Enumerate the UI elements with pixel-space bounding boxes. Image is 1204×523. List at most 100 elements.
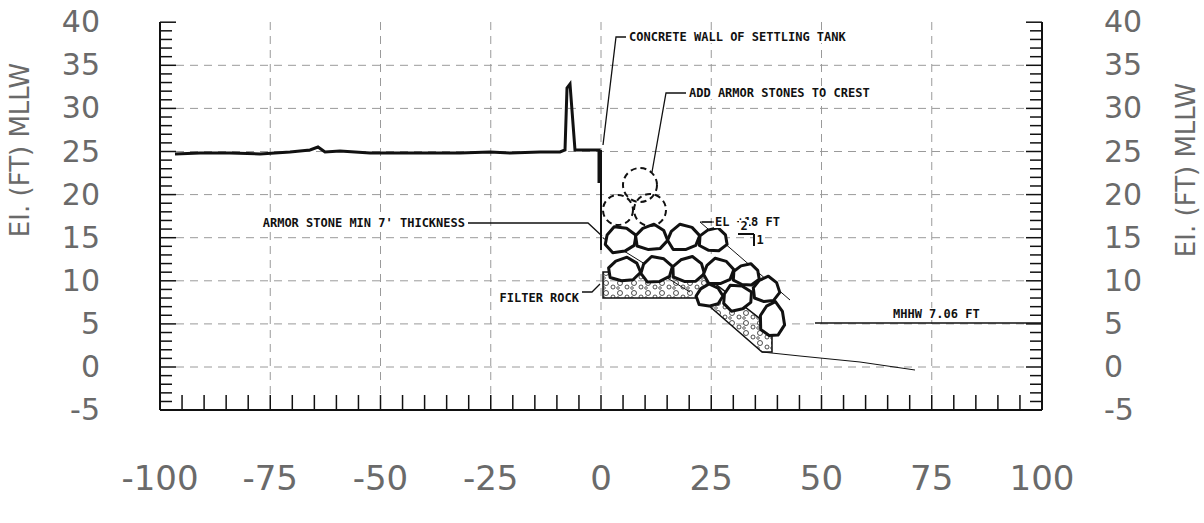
axis-number: 25 xyxy=(62,137,100,167)
axis-tick xyxy=(446,395,448,410)
axis-tick xyxy=(1030,82,1042,84)
armor-stone xyxy=(696,284,723,306)
armor-stone xyxy=(704,258,734,283)
frame xyxy=(160,22,1042,410)
armor-stone xyxy=(760,302,784,336)
axis-tick xyxy=(622,395,624,410)
axis-number: 100 xyxy=(1010,461,1075,495)
axis-tick xyxy=(1030,297,1042,299)
axis-tick xyxy=(600,395,602,410)
axis-number: -50 xyxy=(353,461,409,495)
axis-tick xyxy=(556,395,558,410)
axis-tick xyxy=(160,280,176,282)
axis-tick xyxy=(160,134,172,136)
axis-tick xyxy=(1026,151,1042,153)
grid-line xyxy=(821,22,822,395)
axis-tick xyxy=(887,395,889,410)
armor-stone xyxy=(733,264,759,285)
ground-profile xyxy=(175,84,599,183)
grid-lines xyxy=(176,22,1026,395)
axis-tick xyxy=(160,237,176,239)
axis-tick xyxy=(1030,315,1042,317)
axis-tick xyxy=(160,65,176,67)
axis-tick xyxy=(1026,366,1042,368)
axis-tick xyxy=(1030,142,1042,144)
axis-tick xyxy=(1030,254,1042,256)
axis-tick xyxy=(468,395,470,410)
axis-tick xyxy=(160,211,172,213)
axis-tick xyxy=(1030,159,1042,161)
axis-number: 15 xyxy=(1104,223,1142,253)
axis-tick xyxy=(160,306,172,308)
callout-note: ARMOR STONE MIN 7' THICKNESS xyxy=(262,217,466,229)
axis-tick xyxy=(380,395,382,410)
grid-line xyxy=(490,22,491,395)
axis-tick xyxy=(160,220,172,222)
axis-tick xyxy=(160,108,176,110)
axis-tick xyxy=(865,395,867,410)
axis-tick xyxy=(1030,349,1042,351)
axis-tick xyxy=(490,395,492,410)
axis-tick xyxy=(1030,202,1042,204)
axis-tick xyxy=(160,228,172,230)
axis-tick xyxy=(160,392,172,394)
axis-number: 25 xyxy=(690,461,733,495)
axis-number: -75 xyxy=(242,461,298,495)
axis-tick xyxy=(1030,263,1042,265)
axis-tick xyxy=(1026,65,1042,67)
axis-number: 20 xyxy=(62,180,100,210)
axis-tick xyxy=(160,47,172,49)
axis-number: 30 xyxy=(62,93,100,123)
axis-tick xyxy=(160,177,172,179)
axis-tick xyxy=(225,395,227,410)
axis-tick xyxy=(1030,340,1042,342)
axis-tick xyxy=(160,289,172,291)
axis-tick xyxy=(534,395,536,410)
added-crest-stones xyxy=(603,168,666,226)
axis-tick xyxy=(160,366,176,368)
axis-tick xyxy=(1030,383,1042,385)
axis-tick xyxy=(799,395,801,410)
axis-tick xyxy=(292,395,294,410)
axis-title: EI. (FT) MLLW xyxy=(1173,83,1199,257)
grid-line xyxy=(931,22,932,395)
axis-tick xyxy=(1030,228,1042,230)
axis-tick xyxy=(160,332,172,334)
slope-lines xyxy=(603,222,915,370)
axis-tick xyxy=(1030,30,1042,32)
axis-tick xyxy=(160,340,172,342)
axis-tick xyxy=(843,395,845,410)
armor-stones xyxy=(605,224,784,335)
axis-number: -5 xyxy=(1104,395,1134,425)
axis-number: 40 xyxy=(1104,7,1142,37)
axis-tick xyxy=(688,395,690,410)
axis-tick xyxy=(1030,358,1042,360)
axis-tick xyxy=(160,159,172,161)
axis-tick xyxy=(1030,375,1042,377)
axis-tick xyxy=(711,395,713,410)
armor-stone xyxy=(668,224,700,249)
axis-tick xyxy=(1030,177,1042,179)
axis-number: 15 xyxy=(62,223,100,253)
axis-tick xyxy=(160,383,172,385)
axis-tick xyxy=(1030,220,1042,222)
axis-tick xyxy=(160,358,172,360)
axis-tick xyxy=(160,56,172,58)
axis-tick xyxy=(336,395,338,410)
axis-tick xyxy=(1030,73,1042,75)
axis-tick xyxy=(777,395,779,410)
axis-tick xyxy=(424,395,426,410)
axis-number: 5 xyxy=(1104,309,1123,339)
axis-tick xyxy=(1030,332,1042,334)
axis-tick xyxy=(160,151,176,153)
axis-number: 5 xyxy=(81,309,100,339)
axis-tick xyxy=(1030,271,1042,273)
axis-number: 30 xyxy=(1104,93,1142,123)
slope-number: 1 xyxy=(755,234,764,246)
axis-number: 35 xyxy=(62,50,100,80)
axis-tick xyxy=(160,271,172,273)
armor-stone xyxy=(673,257,705,282)
axis-tick xyxy=(909,395,911,410)
